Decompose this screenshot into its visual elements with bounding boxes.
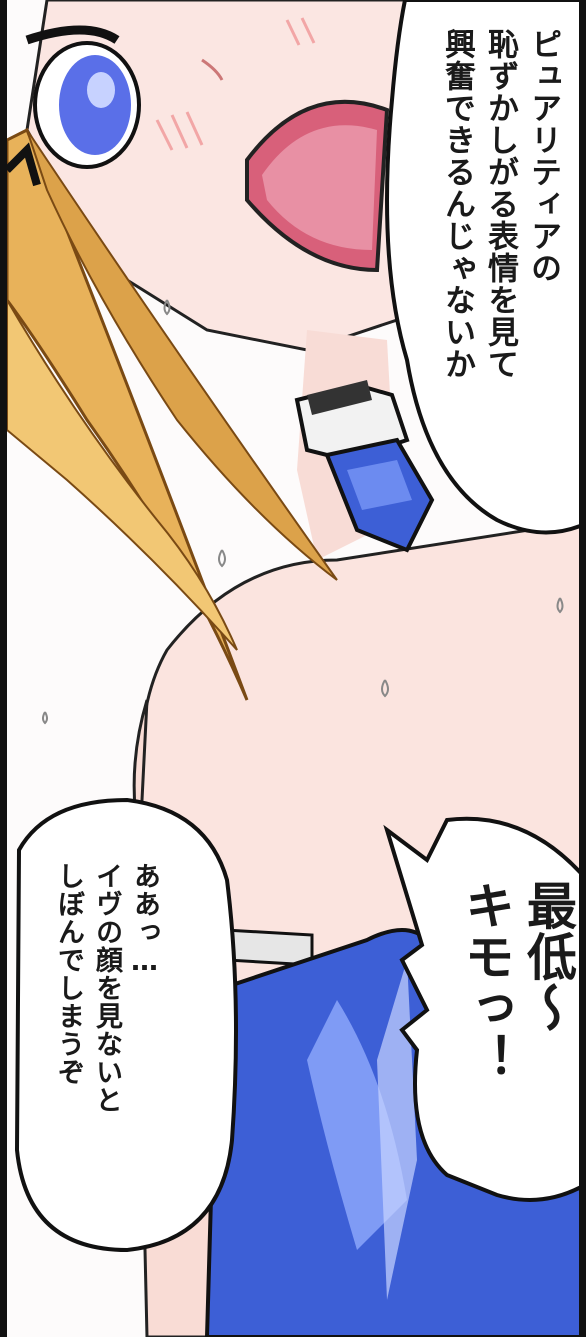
speech-bubble-lower-right: [383, 816, 579, 1202]
speech-text-lower-right: 最低〜 キモっ！: [457, 880, 577, 1084]
hair: [7, 127, 249, 701]
character-illustration: [7, 0, 579, 1337]
arm-band: [223, 928, 314, 967]
speech-bubble-lower-left: [14, 797, 238, 1253]
speech-text-upper-right: ピュアリティアの 恥ずかしがる表情を見て 興奮できるんじゃないか: [439, 28, 561, 380]
speech-text-lower-left: ああっ… イヴの顔を見ないと しぼんでしまうぞ: [53, 862, 160, 1114]
speech-bubble-upper-right: [385, 0, 579, 535]
